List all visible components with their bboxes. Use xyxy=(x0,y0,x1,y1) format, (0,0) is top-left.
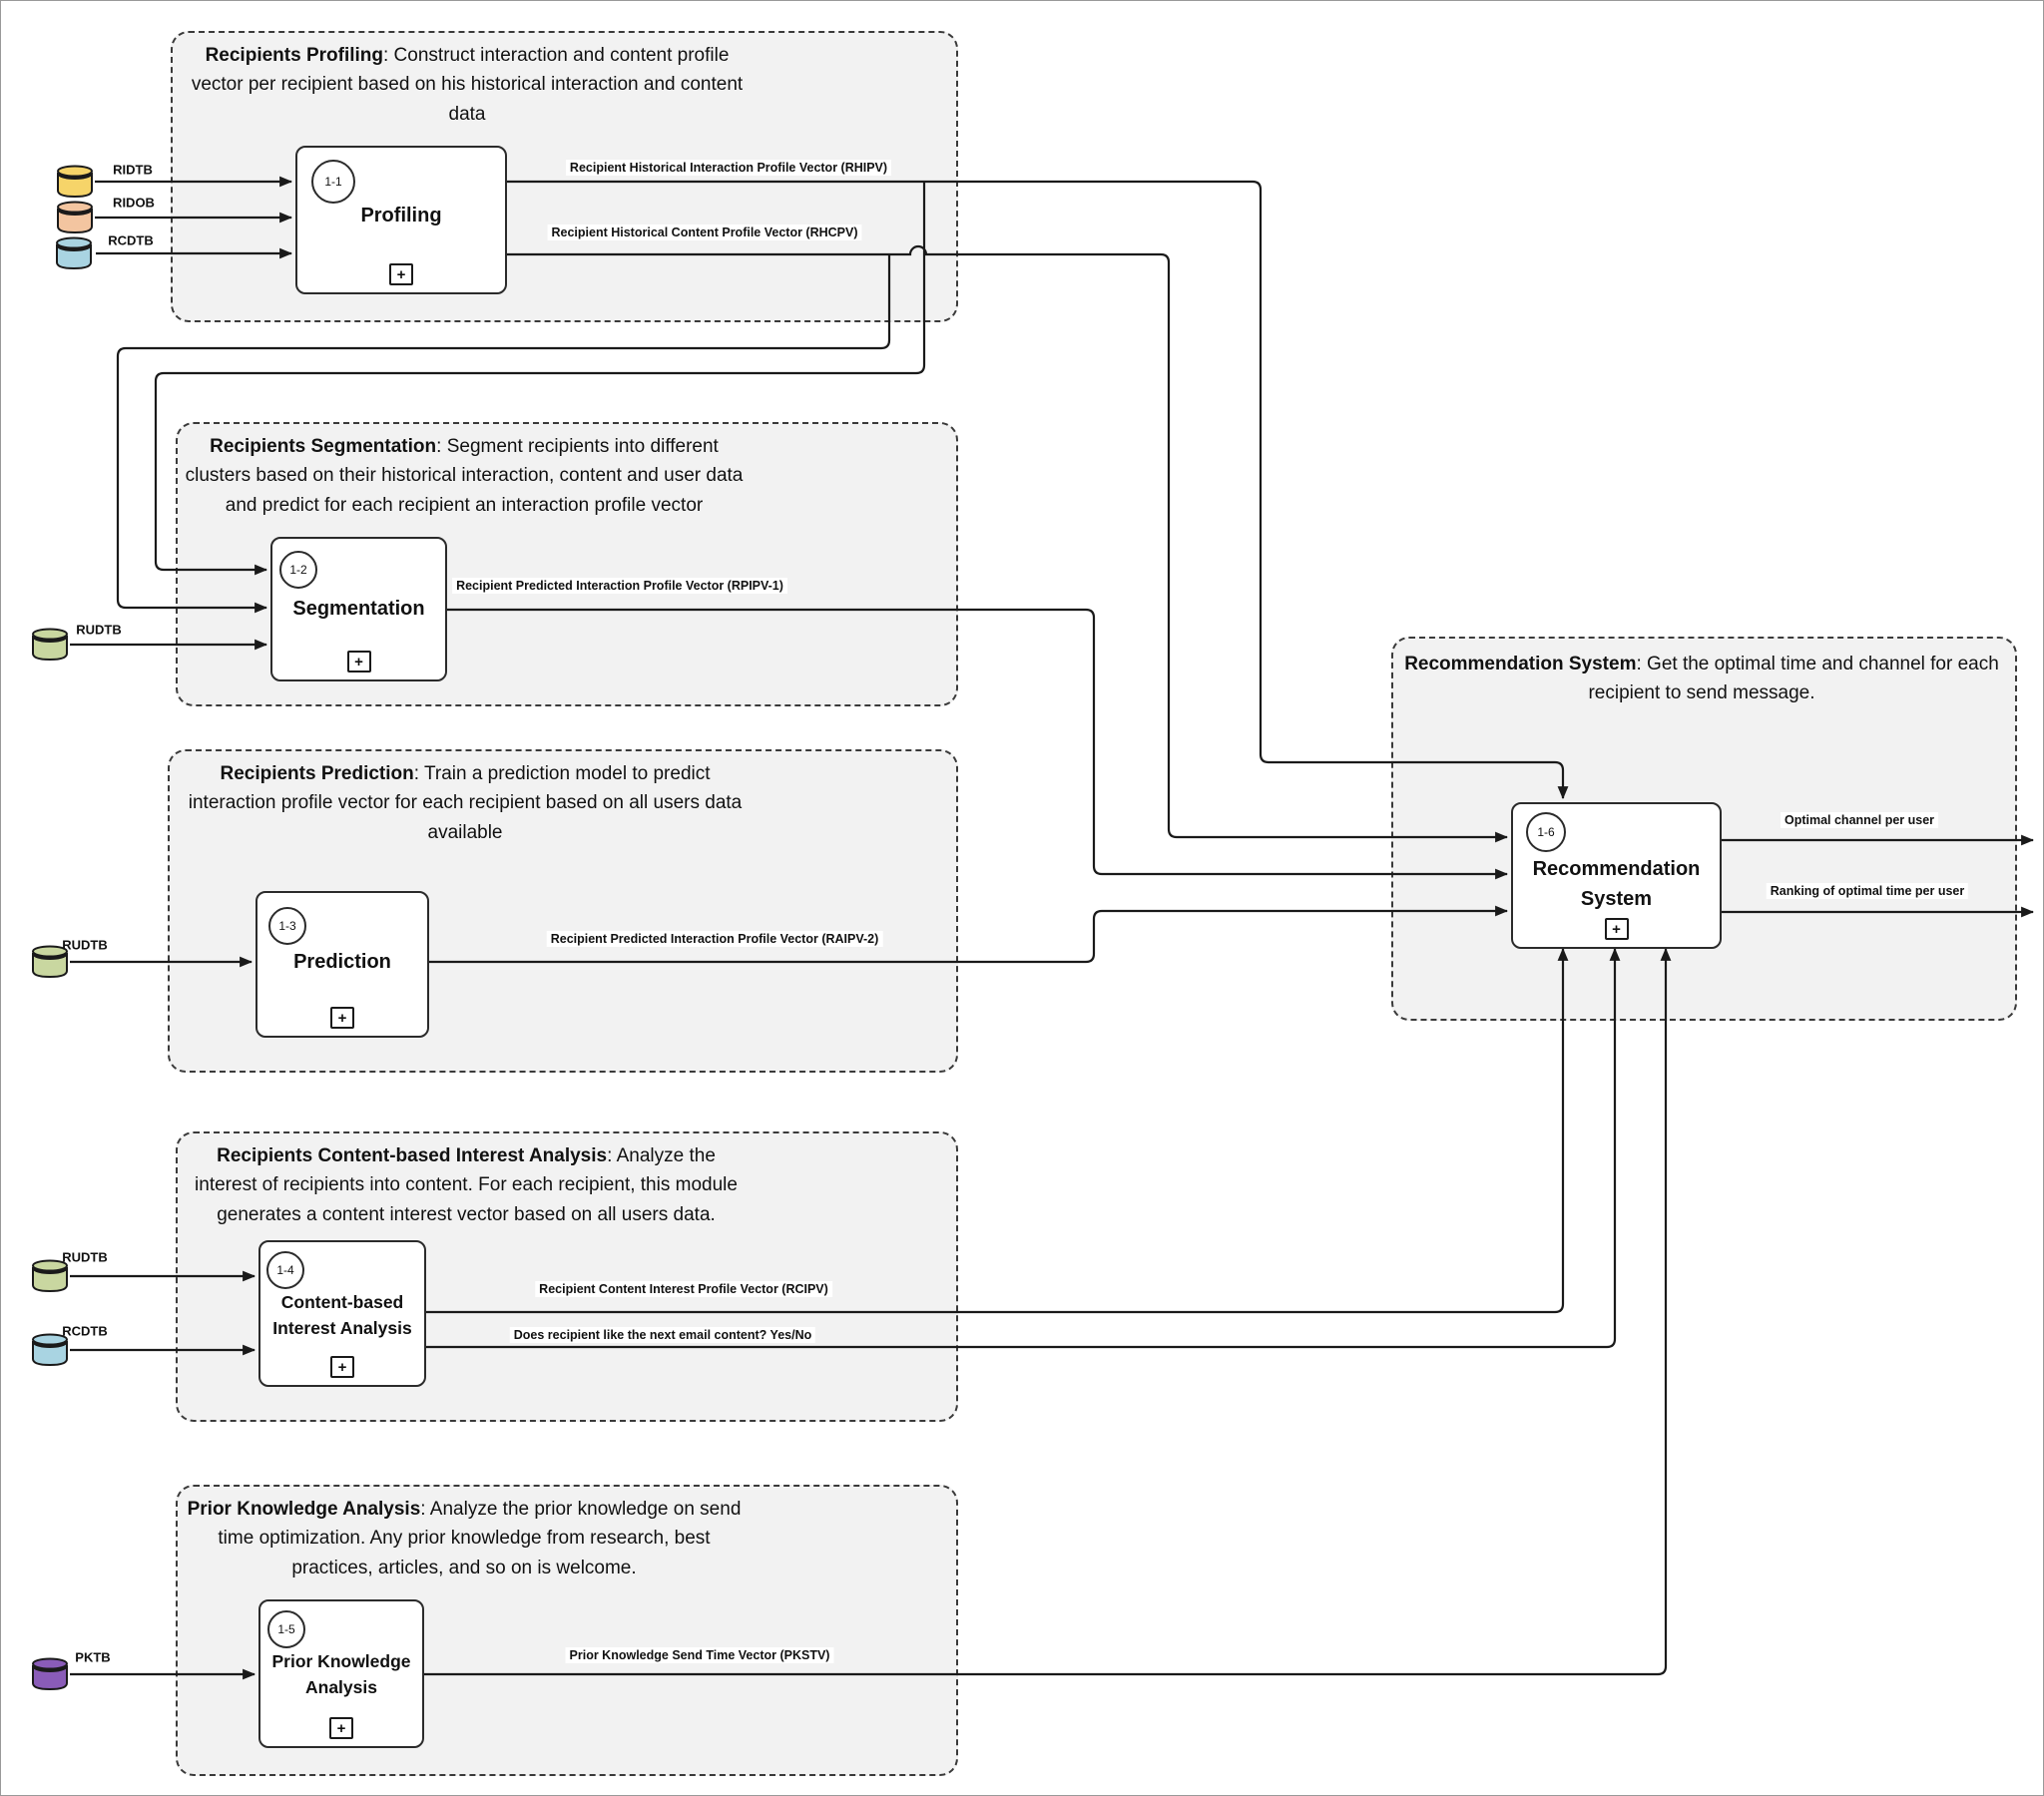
datastore-label: RUDTB xyxy=(62,1249,108,1265)
process-label: Prediction xyxy=(293,951,391,973)
expand-icon[interactable]: + xyxy=(329,1717,353,1739)
datastore-label: RCDTB xyxy=(62,1323,108,1339)
process-segmentation[interactable]: 1-2 Segmentation + xyxy=(270,537,447,681)
expand-icon[interactable]: + xyxy=(346,651,371,673)
process-prediction[interactable]: 1-3 Prediction + xyxy=(256,891,429,1038)
flow-label-rpipv1: Recipient Predicted Interaction Profile … xyxy=(452,578,787,594)
datastore-label: RUDTB xyxy=(76,622,122,638)
datastore-ridob-icon xyxy=(57,201,93,234)
datastore-ridtb-icon xyxy=(57,165,93,199)
module-title-profiling: Recipients Profiling: Construct interact… xyxy=(191,45,744,125)
module-title-content-interest: Recipients Content-based Interest Analys… xyxy=(195,1145,738,1225)
flow-label-ranking-time: Ranking of optimal time per user xyxy=(1766,883,1969,899)
datastore-label: RIDTB xyxy=(113,162,153,178)
flow-label-optimal-channel: Optimal channel per user xyxy=(1780,812,1939,828)
flow-label-rcipv: Recipient Content Interest Profile Vecto… xyxy=(535,1281,832,1297)
process-number-badge: 1-3 xyxy=(268,907,306,945)
flow-label-yes-no: Does recipient like the next email conte… xyxy=(509,1327,816,1343)
datastore-label: RCDTB xyxy=(108,232,154,248)
process-label-line1: Content-based xyxy=(280,1292,404,1312)
module-title-prior-knowledge: Prior Knowledge Analysis: Analyze the pr… xyxy=(187,1499,742,1578)
datastore-pktb-icon xyxy=(32,1657,68,1691)
datastore-rcdtb-icon xyxy=(32,1333,68,1367)
expand-icon[interactable]: + xyxy=(1604,918,1629,940)
process-label-line2: Interest Analysis xyxy=(272,1318,412,1339)
process-number-badge: 1-6 xyxy=(1526,812,1566,852)
flow-label-pkstv: Prior Knowledge Send Time Vector (PKSTV) xyxy=(565,1647,834,1663)
process-label-line1: Recommendation xyxy=(1532,858,1701,880)
datastore-rudtb-icon xyxy=(32,945,68,979)
expand-icon[interactable]: + xyxy=(330,1356,354,1378)
process-label-line2: System xyxy=(1580,888,1653,910)
process-number-badge: 1-4 xyxy=(266,1251,304,1289)
datastore-rudtb-icon xyxy=(32,628,68,662)
process-label-line1: Prior Knowledge xyxy=(271,1651,411,1671)
process-label: Segmentation xyxy=(292,598,425,620)
process-prior-knowledge-analysis[interactable]: 1-5 Prior Knowledge Analysis + xyxy=(258,1599,424,1748)
process-recommendation-system[interactable]: 1-6 Recommendation System + xyxy=(1511,802,1722,949)
datastore-label: RIDOB xyxy=(113,195,155,211)
expand-icon[interactable]: + xyxy=(330,1007,354,1029)
process-profiling[interactable]: 1-1 Profiling + xyxy=(295,146,507,294)
process-number-badge: 1-5 xyxy=(267,1610,305,1648)
process-content-interest-analysis[interactable]: 1-4 Content-based Interest Analysis + xyxy=(258,1240,426,1387)
process-label: Profiling xyxy=(360,205,442,226)
datastore-label: PKTB xyxy=(75,1649,111,1665)
datastore-rudtb-icon xyxy=(32,1259,68,1293)
flow-label-rhcpv: Recipient Historical Content Profile Vec… xyxy=(547,224,862,240)
module-title-prediction: Recipients Prediction: Train a predictio… xyxy=(188,763,743,843)
process-label-line2: Analysis xyxy=(305,1677,377,1698)
module-title-segmentation: Recipients Segmentation: Segment recipie… xyxy=(185,436,744,516)
datastore-label: RUDTB xyxy=(62,937,108,953)
expand-icon[interactable]: + xyxy=(389,263,413,285)
flow-label-rhipv: Recipient Historical Interaction Profile… xyxy=(565,160,892,176)
process-number-badge: 1-2 xyxy=(279,551,317,589)
module-title-recommendation: Recommendation System: Get the optimal t… xyxy=(1404,654,1999,704)
datastore-rcdtb-icon xyxy=(56,236,92,270)
flow-label-raipv2: Recipient Predicted Interaction Profile … xyxy=(546,931,883,947)
process-number-badge: 1-1 xyxy=(311,160,355,204)
